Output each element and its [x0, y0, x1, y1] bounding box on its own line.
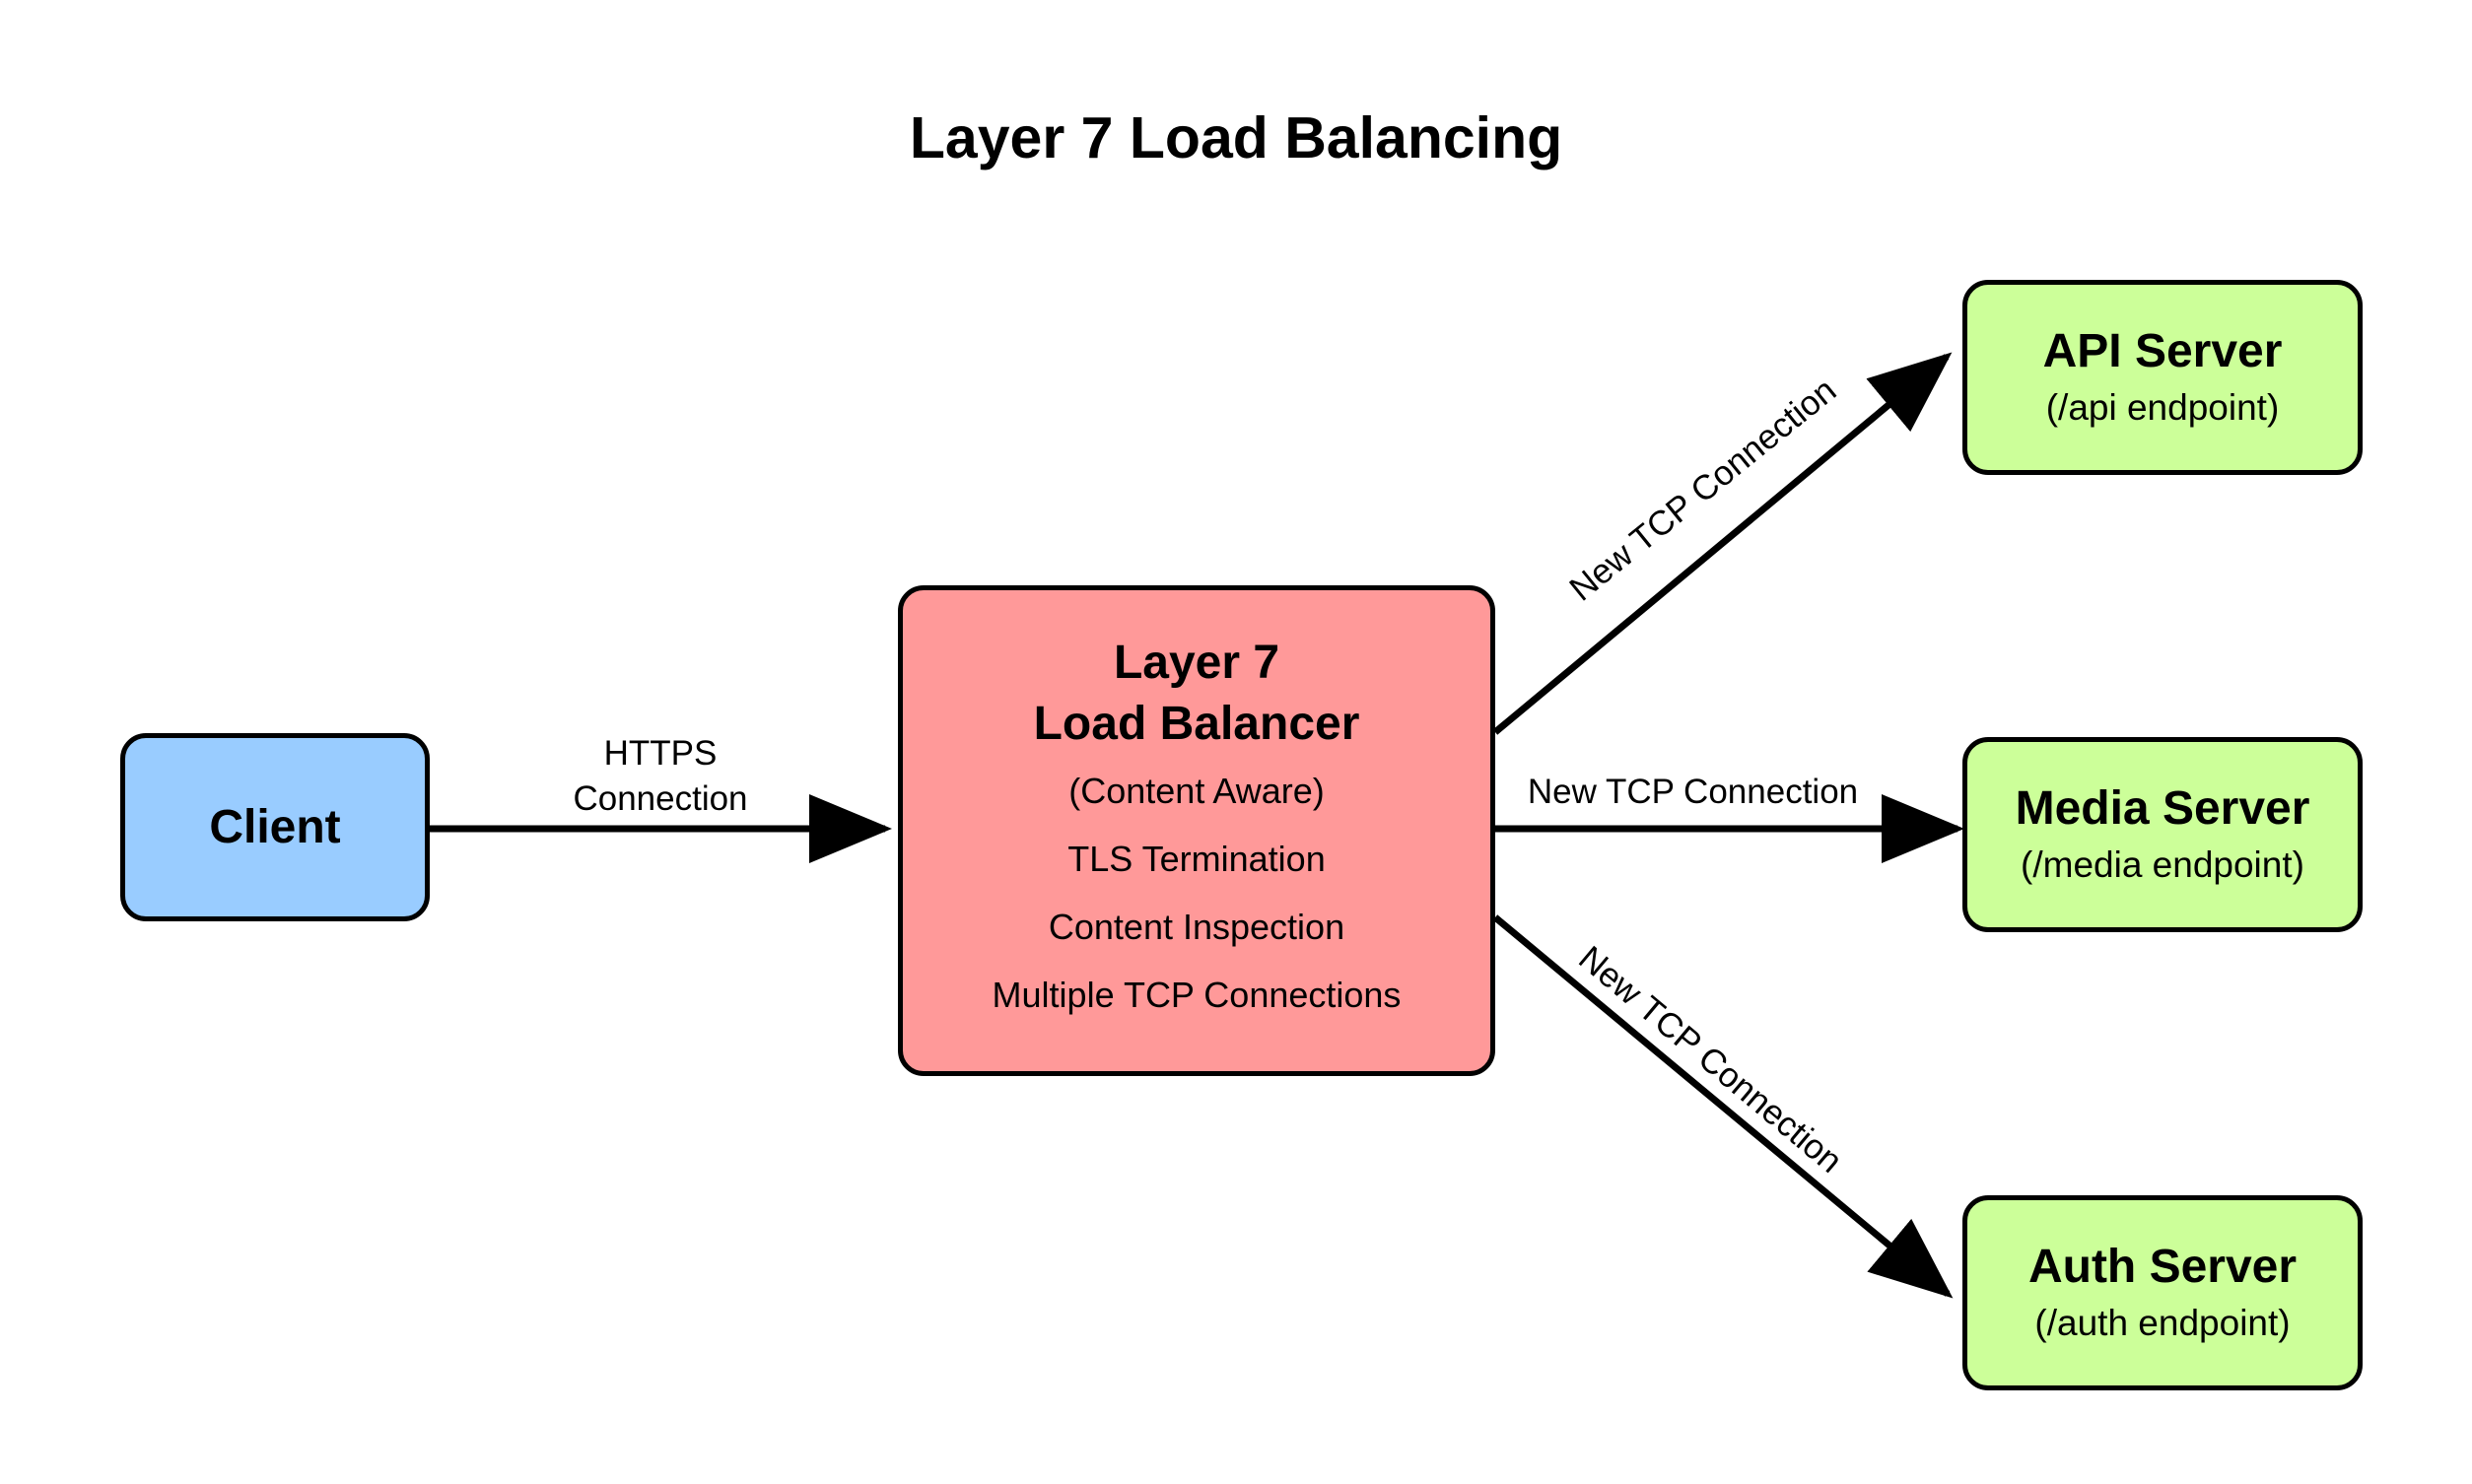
server-endpoint: (/media endpoint)	[2021, 844, 2304, 885]
arrow-load-balancer-to-api-server	[1492, 352, 1953, 735]
server-endpoint: (/api endpoint)	[2045, 387, 2280, 428]
auth-server-node: Auth Server (/auth endpoint)	[1962, 1195, 2363, 1390]
media-server-node: Media Server (/media endpoint)	[1962, 737, 2363, 932]
load-balancer-feature: (Content Aware)	[1068, 771, 1325, 811]
load-balancer-node: Layer 7 Load Balancer (Content Aware) TL…	[898, 585, 1495, 1076]
api-server-node: API Server (/api endpoint)	[1962, 280, 2363, 475]
client-node: Client	[120, 733, 430, 921]
diagram-title: Layer 7 Load Balancing	[909, 105, 1563, 170]
server-name: Auth Server	[2027, 1241, 2298, 1293]
load-balancer-feature: Multiple TCP Connections	[992, 975, 1402, 1015]
client-label: Client	[209, 800, 341, 853]
load-balancer-title-line1: Layer 7	[1113, 637, 1280, 689]
server-name: API Server	[2042, 325, 2283, 377]
edge-label-https: HTTPS Connection	[513, 731, 808, 822]
edge-label-lb-to-media: New TCP Connection	[1527, 773, 1859, 811]
edge-label-https-line2: Connection	[573, 779, 748, 818]
server-endpoint: (/auth endpoint)	[2034, 1303, 2291, 1343]
edge-label-https-line1: HTTPS	[603, 734, 718, 773]
server-name: Media Server	[2015, 782, 2310, 835]
load-balancer-feature: TLS Termination	[1067, 839, 1326, 879]
load-balancer-feature: Content Inspection	[1048, 907, 1345, 947]
arrow-load-balancer-to-auth-server	[1492, 914, 1954, 1299]
load-balancer-title-line2: Load Balancer	[1033, 698, 1360, 750]
